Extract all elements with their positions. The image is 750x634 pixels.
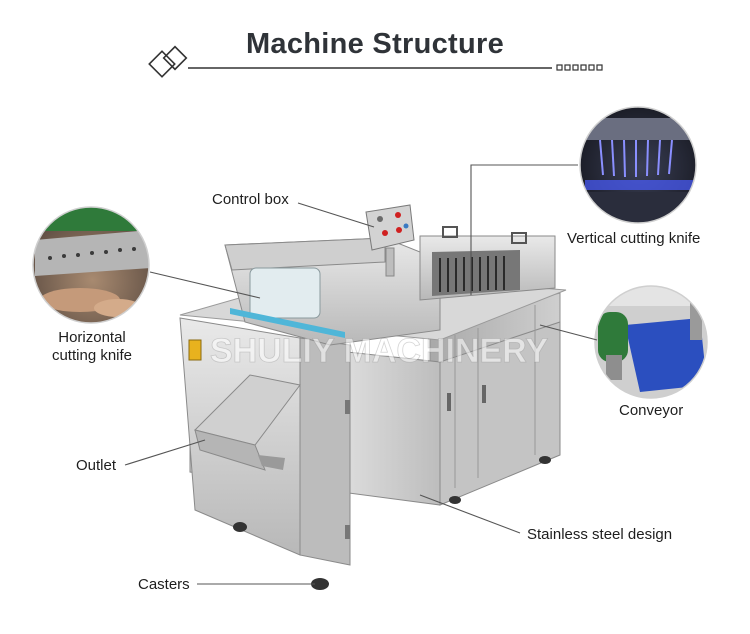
leader-conveyor <box>539 324 598 341</box>
label-control-box: Control box <box>212 191 289 208</box>
leader-stainless <box>419 494 521 534</box>
control-box <box>365 204 415 277</box>
vertical-knife-inset <box>579 106 697 224</box>
label-casters: Casters <box>138 576 190 593</box>
watermark-text: SHULIY MACHINERY <box>210 332 548 370</box>
conveyor-inset <box>594 285 708 399</box>
leader-lines <box>124 164 598 585</box>
title-decoration <box>148 45 603 78</box>
label-horizontal-knife-line1: Horizontal <box>58 329 126 346</box>
diamond-icon <box>162 45 188 71</box>
leader-horizontal-knife <box>149 271 261 299</box>
label-stainless: Stainless steel design <box>527 526 673 543</box>
page-title: Machine Structure <box>245 28 505 60</box>
label-vertical-knife: Vertical cutting knife <box>567 230 701 247</box>
horizontal-knife-inset <box>32 206 150 324</box>
label-horizontal-knife-line2: cutting knife <box>51 347 133 364</box>
leader-outlet <box>124 439 206 466</box>
leader-control-box <box>297 202 375 228</box>
casters <box>233 456 551 590</box>
label-conveyor: Conveyor <box>619 402 684 419</box>
diamond-icon <box>148 50 176 78</box>
leader-vertical-knife <box>470 164 578 295</box>
dots-decoration <box>556 64 603 71</box>
machine-body: SHULIY MACHINERY <box>179 204 567 590</box>
label-outlet: Outlet <box>76 457 117 474</box>
